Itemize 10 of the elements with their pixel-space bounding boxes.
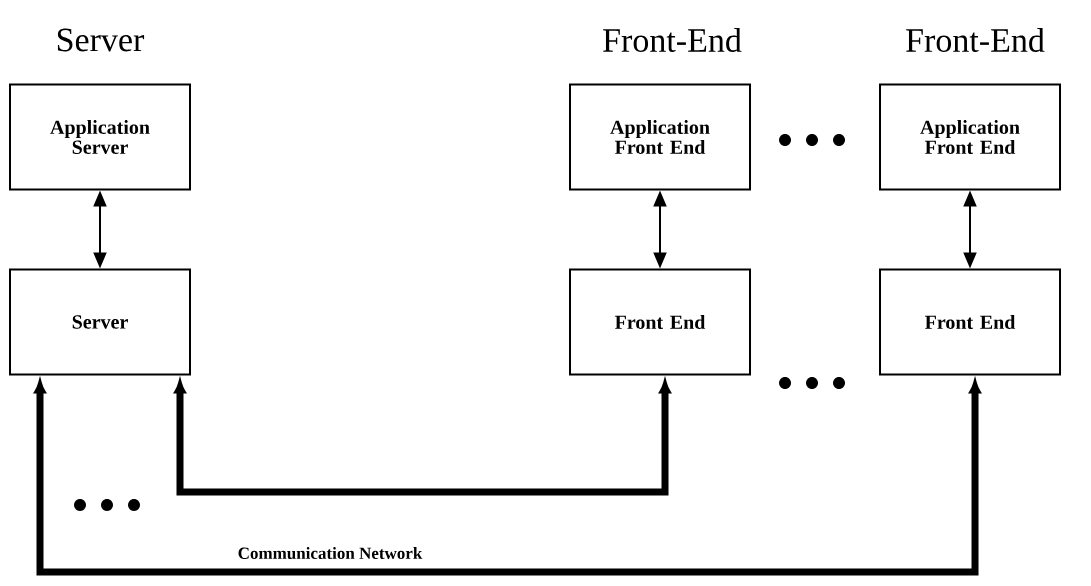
process-box: Application Server [9,83,191,191]
column-heading: Front-End [603,28,742,52]
column-heading: Server [57,28,145,52]
process-box: Server [9,268,191,376]
process-box: Front End [879,268,1061,376]
edge-label: Communication Network [235,545,425,561]
column-heading: Front-End [906,28,1045,52]
process-box: Application Front End [569,83,751,191]
process-box: Application Front End [879,83,1061,191]
process-box: Front End [569,268,751,376]
